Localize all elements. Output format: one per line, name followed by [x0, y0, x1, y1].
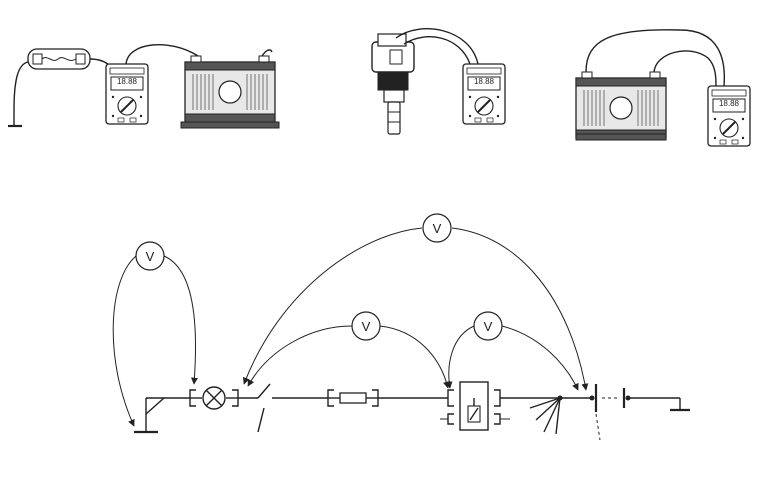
illustration-battery-meter: 18.88 — [575, 29, 751, 147]
voltmeter-1: V — [112, 241, 198, 427]
ground-right — [670, 398, 690, 412]
battery-lead-positive — [585, 29, 726, 87]
illustration-sensor-meter: 18.88 — [371, 28, 506, 135]
fuse-symbol — [327, 389, 379, 407]
battery-picture — [180, 55, 280, 129]
meter-to-battery-lead — [125, 44, 199, 65]
multimeter — [105, 63, 149, 125]
battery-terminal-lead — [261, 49, 273, 57]
voltmeter-4: V — [445, 311, 579, 391]
sensor-picture — [371, 33, 415, 135]
sensor-lead-1 — [395, 28, 479, 65]
schematic: V V V V — [112, 213, 690, 441]
voltmeter-label: V — [484, 319, 493, 334]
voltmeter-label: V — [146, 249, 155, 264]
illustration-bulb-meter-battery: 18.88 — [8, 44, 280, 129]
junction-branches — [529, 395, 563, 435]
multimeter-display: 18.88 — [474, 77, 495, 86]
battery-picture — [575, 71, 667, 141]
voltmeter-2: V — [242, 213, 589, 391]
ground-left — [134, 397, 165, 434]
multimeter-display: 18.88 — [719, 99, 740, 108]
ground-wire — [13, 61, 29, 126]
voltmeter-label: V — [433, 221, 442, 236]
multimeter — [707, 85, 751, 147]
voltmeter-3: V — [247, 311, 450, 389]
battery-lead-negative — [653, 50, 717, 87]
multimeter-display: 18.88 — [117, 77, 138, 86]
sensor-lead-2 — [403, 36, 471, 65]
lamp-symbol — [189, 386, 239, 410]
battery-symbol — [589, 384, 631, 441]
multimeter — [462, 63, 506, 125]
relay-symbol — [440, 381, 510, 431]
voltmeter-label: V — [362, 319, 371, 334]
lamp-picture — [27, 48, 91, 70]
switch-symbol — [257, 383, 271, 433]
